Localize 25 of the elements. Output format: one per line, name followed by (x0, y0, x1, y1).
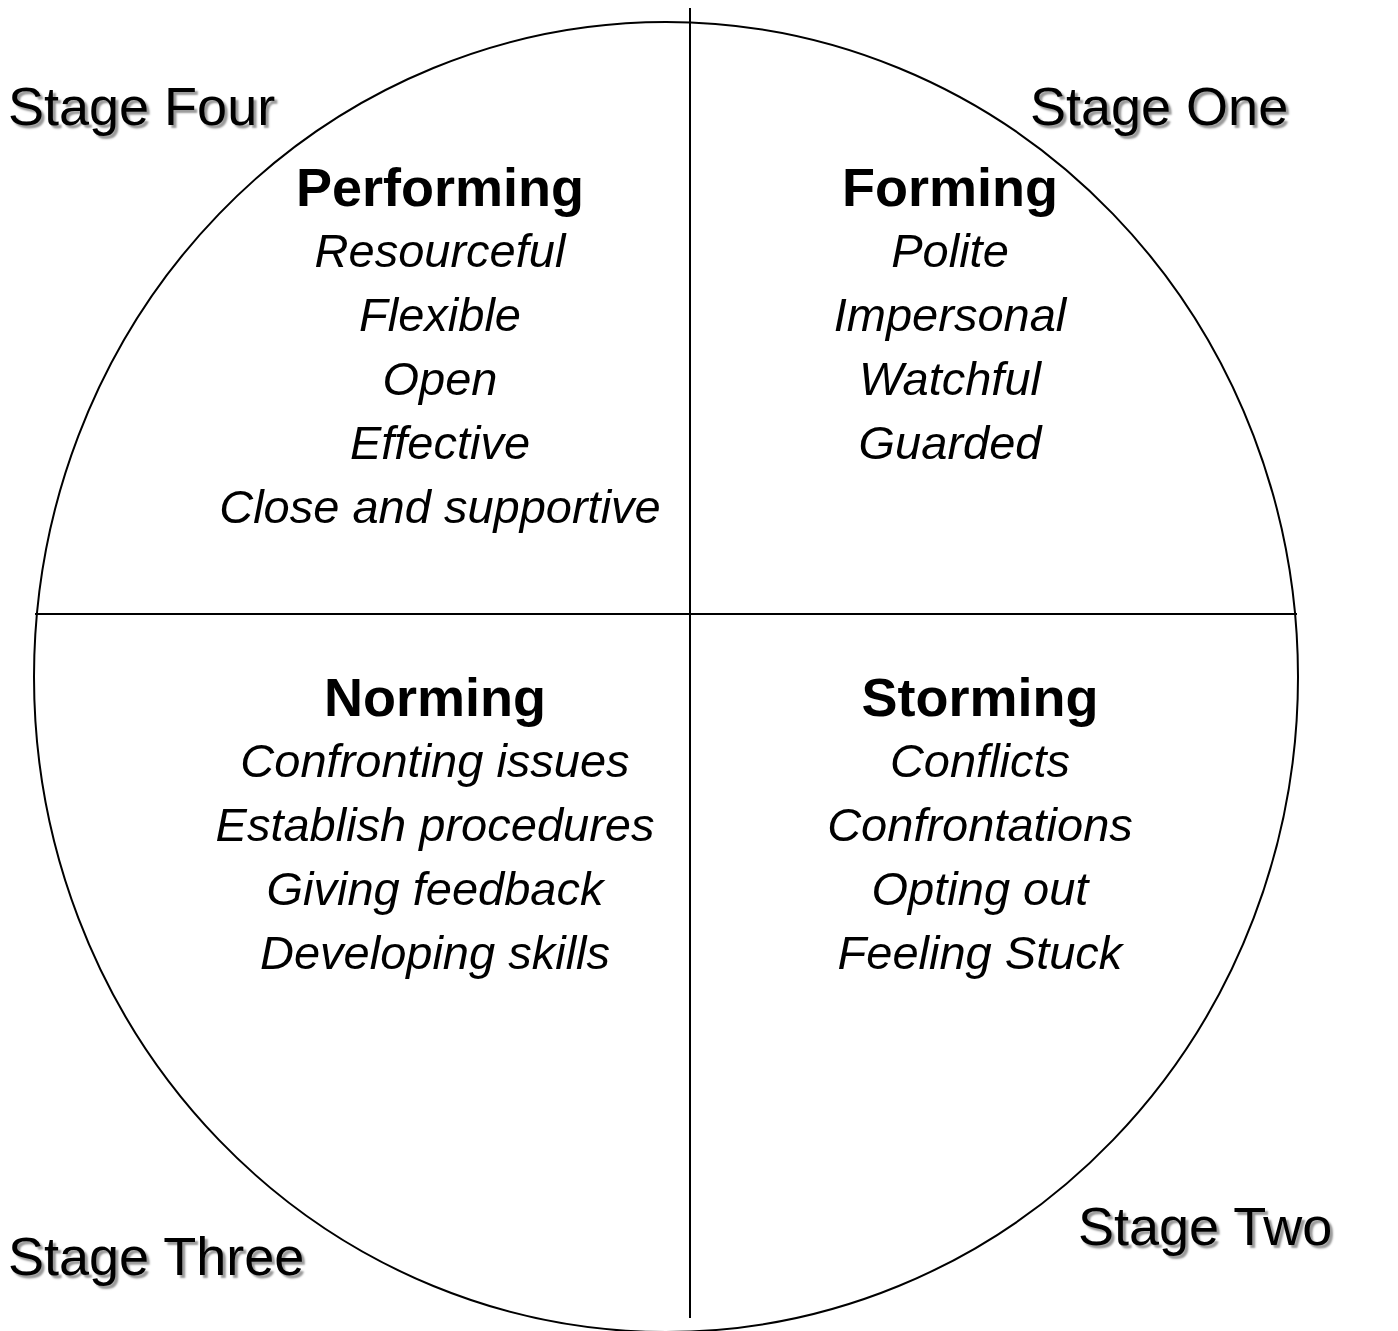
stage-label: Stage Four (8, 75, 276, 137)
stage-label: Stage Three (8, 1225, 305, 1287)
trait-text: Impersonal (833, 287, 1067, 343)
trait-text: Opting out (871, 861, 1089, 917)
stage-heading: Forming (842, 156, 1058, 219)
stage-heading: Performing (295, 156, 584, 219)
trait-text: Polite (891, 223, 1009, 279)
stage-label: Stage Two (1078, 1195, 1333, 1257)
trait-text: Conflicts (889, 733, 1071, 789)
trait-text: Resourceful (314, 223, 566, 279)
stage-label: Stage One (1030, 75, 1289, 137)
trait-text: Confronting issues (240, 733, 630, 789)
trait-text: Giving feedback (266, 861, 604, 917)
trait-text: Establish procedures (215, 797, 655, 853)
trait-text: Confrontations (827, 797, 1133, 853)
trait-text: Close and supportive (219, 479, 661, 535)
stage-heading: Norming (324, 666, 546, 729)
stage-heading: Storming (861, 666, 1099, 729)
trait-text: Flexible (359, 287, 521, 343)
trait-text: Guarded (858, 415, 1042, 471)
trait-text: Feeling Stuck (837, 925, 1123, 981)
trait-text: Developing skills (259, 925, 610, 981)
trait-text: Open (382, 351, 498, 407)
trait-text: Watchful (859, 351, 1041, 407)
trait-text: Effective (349, 415, 531, 471)
